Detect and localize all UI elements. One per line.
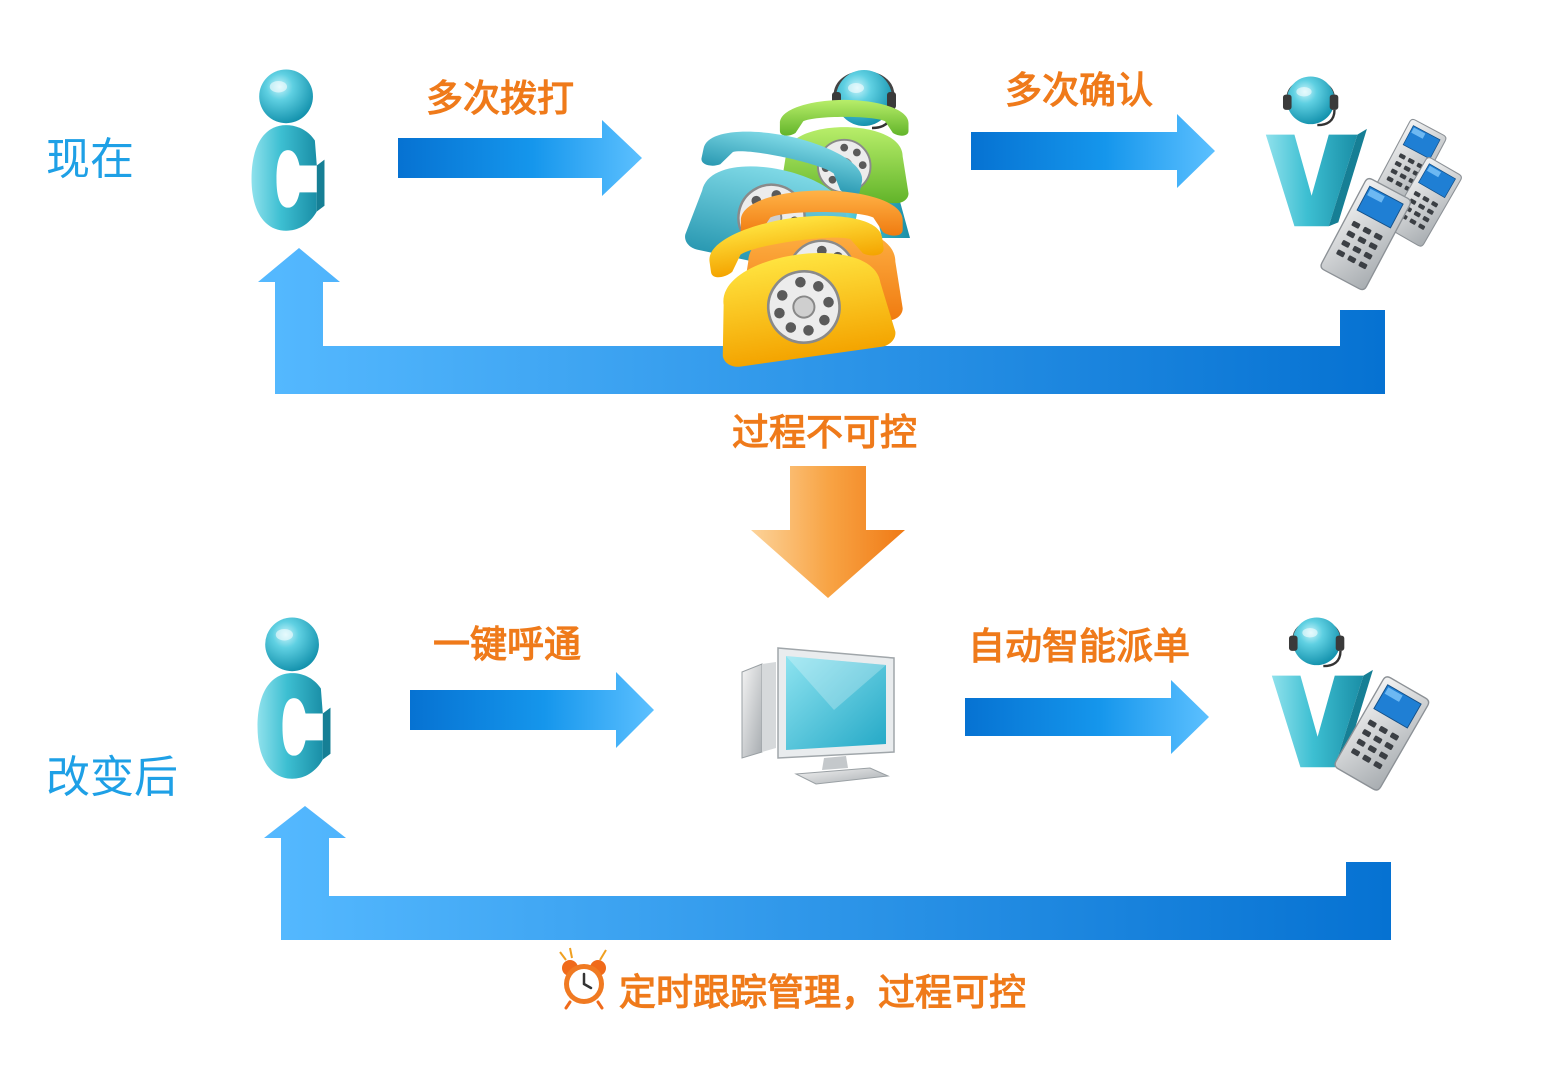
step-label-auto-dispatch: 自动智能派单 bbox=[968, 625, 1190, 668]
process-uncontrollable-label: 过程不可控 bbox=[732, 411, 917, 454]
desk-phones-operator-icon bbox=[696, 70, 910, 308]
step-label-dial-multiple: 多次拨打 bbox=[426, 77, 574, 120]
worker-v-figure-mobile-phones-icon bbox=[1262, 62, 1464, 292]
desktop-computer-icon bbox=[741, 647, 895, 785]
step-label-one-key-call: 一键呼通 bbox=[433, 623, 581, 666]
row-label-after: 改变后 bbox=[46, 752, 178, 803]
transition-down-arrow bbox=[751, 466, 905, 598]
step-label-confirm-multiple: 多次确认 bbox=[1005, 69, 1153, 112]
arrow-auto-dispatch bbox=[965, 680, 1209, 754]
arrow-one-key-call bbox=[410, 672, 654, 748]
process-controllable-label: 定时跟踪管理，过程可控 bbox=[619, 971, 1026, 1014]
customer-c-figure-icon bbox=[240, 64, 336, 240]
alarm-clock-icon bbox=[559, 947, 607, 1010]
row-label-before: 现在 bbox=[46, 134, 134, 185]
feedback-loop-arrow-after bbox=[264, 806, 1391, 940]
arrow-confirm bbox=[971, 114, 1215, 188]
customer-c-figure-icon bbox=[246, 612, 342, 788]
arrow-dial bbox=[398, 120, 642, 196]
feedback-loop-arrow-before bbox=[258, 248, 1385, 394]
worker-v-figure-mobile-phone-icon bbox=[1268, 600, 1432, 793]
